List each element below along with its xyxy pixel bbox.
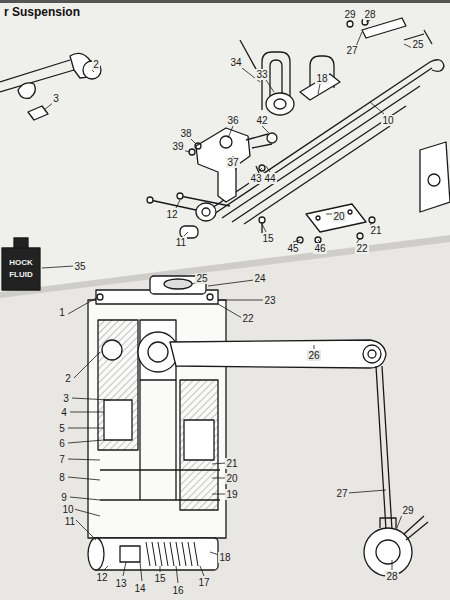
callout-number: 23 bbox=[263, 295, 276, 306]
bottom-page bbox=[0, 242, 450, 600]
callout-number: 12 bbox=[165, 209, 178, 220]
callout-number: 24 bbox=[253, 273, 266, 284]
coil-stroke bbox=[194, 542, 198, 566]
section-heading: r Suspension bbox=[4, 5, 80, 19]
callout-number: 10 bbox=[381, 115, 394, 126]
callout-number: 42 bbox=[255, 115, 268, 126]
callout-number: 39 bbox=[171, 141, 184, 152]
callout-number: 16 bbox=[171, 585, 184, 596]
callout-number: 7 bbox=[58, 454, 66, 465]
callout-number: 2 bbox=[64, 373, 72, 384]
callout-number: 34 bbox=[229, 57, 242, 68]
callout-number: 15 bbox=[153, 573, 166, 584]
callout-number: 9 bbox=[60, 492, 68, 503]
callout-number: 28 bbox=[363, 9, 376, 20]
valve-spring bbox=[146, 542, 198, 566]
callout-number: 27 bbox=[335, 488, 348, 499]
callout-number: 8 bbox=[58, 472, 66, 483]
callout-number: 11 bbox=[64, 516, 76, 527]
coil-stroke bbox=[182, 542, 186, 566]
callout-number: 29 bbox=[343, 9, 356, 20]
callout-number: 44 bbox=[263, 173, 276, 184]
coil-stroke bbox=[170, 542, 174, 566]
callout-number: 18 bbox=[315, 73, 328, 84]
callout-number: 4 bbox=[60, 407, 68, 418]
callout-number: 46 bbox=[313, 243, 326, 254]
top-parts bbox=[0, 18, 450, 290]
callout-number: 21 bbox=[225, 458, 238, 469]
callout-number: 10 bbox=[61, 504, 74, 515]
callout-number: 11 bbox=[175, 237, 187, 248]
callout-number: 12 bbox=[95, 572, 108, 583]
callout-number: 29 bbox=[401, 505, 414, 516]
callout-number: 1 bbox=[58, 307, 66, 318]
callout-number: 33 bbox=[255, 69, 268, 80]
callout-number: 14 bbox=[133, 583, 146, 594]
bottle-text: HOCK bbox=[8, 257, 34, 268]
callout-number: 37 bbox=[226, 157, 239, 168]
callout-number: 17 bbox=[197, 577, 210, 588]
callout-number: 18 bbox=[218, 552, 231, 563]
coil-stroke bbox=[164, 542, 168, 566]
callout-number: 15 bbox=[261, 233, 274, 244]
callout-number: 45 bbox=[286, 243, 299, 254]
callout-number: 22 bbox=[241, 313, 254, 324]
callout-number: 38 bbox=[179, 128, 192, 139]
callout-number: 13 bbox=[114, 578, 127, 589]
callout-number: 3 bbox=[62, 393, 70, 404]
callout-number: 20 bbox=[225, 473, 238, 484]
callout-number: 6 bbox=[58, 438, 66, 449]
callout-number: 25 bbox=[195, 273, 208, 284]
callout-number: 20 bbox=[332, 211, 345, 222]
coil-stroke bbox=[188, 542, 192, 566]
callout-number: 36 bbox=[226, 115, 239, 126]
top-page bbox=[0, 0, 450, 292]
callout-number: 43 bbox=[249, 173, 262, 184]
callout-number: 22 bbox=[355, 243, 368, 254]
coil-stroke bbox=[146, 542, 150, 566]
callout-number: 5 bbox=[58, 423, 66, 434]
callout-number: 25 bbox=[411, 39, 424, 50]
callout-number: 28 bbox=[385, 571, 398, 582]
coil-stroke bbox=[158, 542, 162, 566]
coil-stroke bbox=[176, 542, 180, 566]
page-edge bbox=[0, 0, 450, 3]
callout-number: 21 bbox=[369, 225, 382, 236]
callout-number: 35 bbox=[73, 261, 86, 272]
callout-number: 19 bbox=[225, 489, 238, 500]
leader-lines bbox=[42, 20, 412, 583]
shock-absorber-cutaway bbox=[88, 276, 428, 576]
callout-number: 2 bbox=[92, 59, 100, 70]
callout-number: 26 bbox=[307, 350, 320, 361]
bottle-text: FLUID bbox=[8, 269, 34, 280]
callout-number: 3 bbox=[52, 93, 60, 104]
coil-stroke bbox=[152, 542, 156, 566]
callout-number: 27 bbox=[345, 45, 358, 56]
